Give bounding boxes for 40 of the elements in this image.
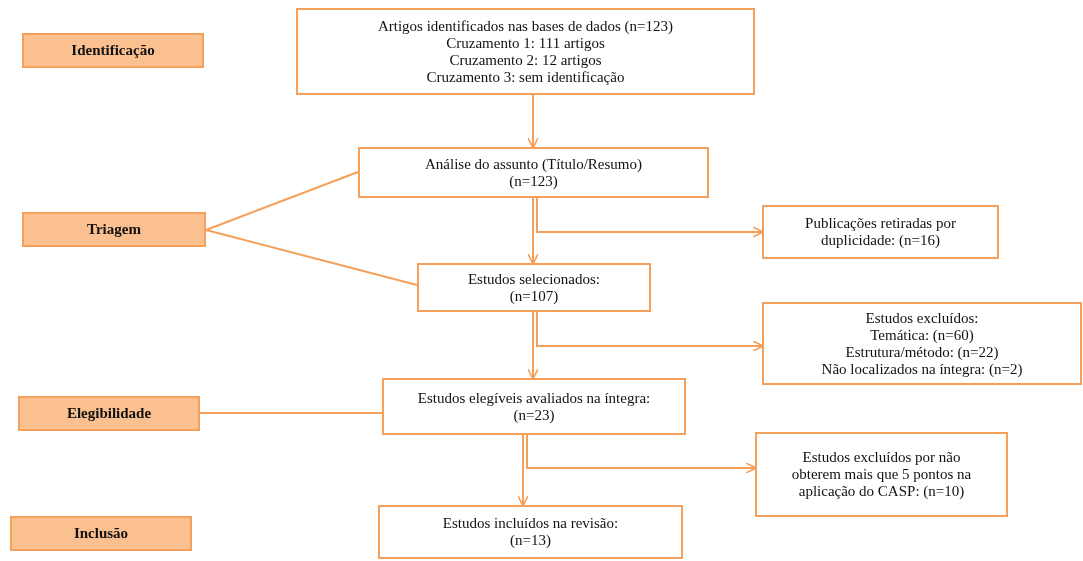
stage-name: Identificação (71, 42, 155, 59)
box-text: Publicações retiradas por duplicidade: (n=16) (804, 215, 957, 249)
process-box (358, 147, 709, 198)
process-box (762, 302, 1082, 385)
box-text: Estudos incluídos na revisão: (n=13) (441, 515, 620, 549)
stage-label (22, 212, 206, 247)
stage-name: Inclusão (73, 525, 129, 542)
box-text: Análise do assunto (Título/Resumo) (n=123) (423, 155, 644, 190)
arrow (526, 434, 757, 474)
arrow (536, 311, 764, 352)
arrow (527, 311, 539, 380)
box-text: Cruzamento 3: sem identificação (426, 68, 625, 86)
process-box (417, 263, 651, 312)
box-text: Estudos elegíveis avaliados na íntegra: (n=23) (416, 389, 652, 424)
stage-label (18, 396, 200, 431)
box-text: Estudos selecionados: (n=107) (466, 270, 602, 305)
connector-line (205, 171, 359, 231)
box-text: Estudos excluídos: (865, 309, 979, 327)
process-box (296, 8, 755, 95)
box-text: Cruzamento 1: 111 artigos (446, 34, 605, 52)
stage-label (10, 516, 192, 551)
arrow (527, 197, 539, 265)
box-text: Temática: (n=60) (870, 326, 974, 344)
process-box (378, 505, 683, 559)
process-box (382, 378, 686, 435)
connector-line (199, 412, 383, 414)
box-text: Artigos identificados nas bases de dados (n=123) (377, 17, 674, 35)
box-text: Não localizados na íntegra: (n=2) (821, 360, 1023, 378)
process-box (755, 432, 1008, 517)
connector-line (205, 229, 418, 286)
box-text: Estudos excluídos por não obterem mais que 5 pontos na aplicação do CASP: (n=10) (790, 449, 973, 500)
stage-name: Elegibilidade (66, 405, 152, 422)
stage-name: Triagem (87, 221, 141, 238)
process-box (762, 205, 999, 259)
box-text: Estrutura/método: (n=22) (845, 343, 999, 361)
arrow (536, 197, 764, 238)
box-text: Cruzamento 2: 12 artigos (449, 51, 602, 69)
arrow (517, 434, 529, 507)
stage-label (22, 33, 204, 68)
arrow (527, 94, 539, 149)
